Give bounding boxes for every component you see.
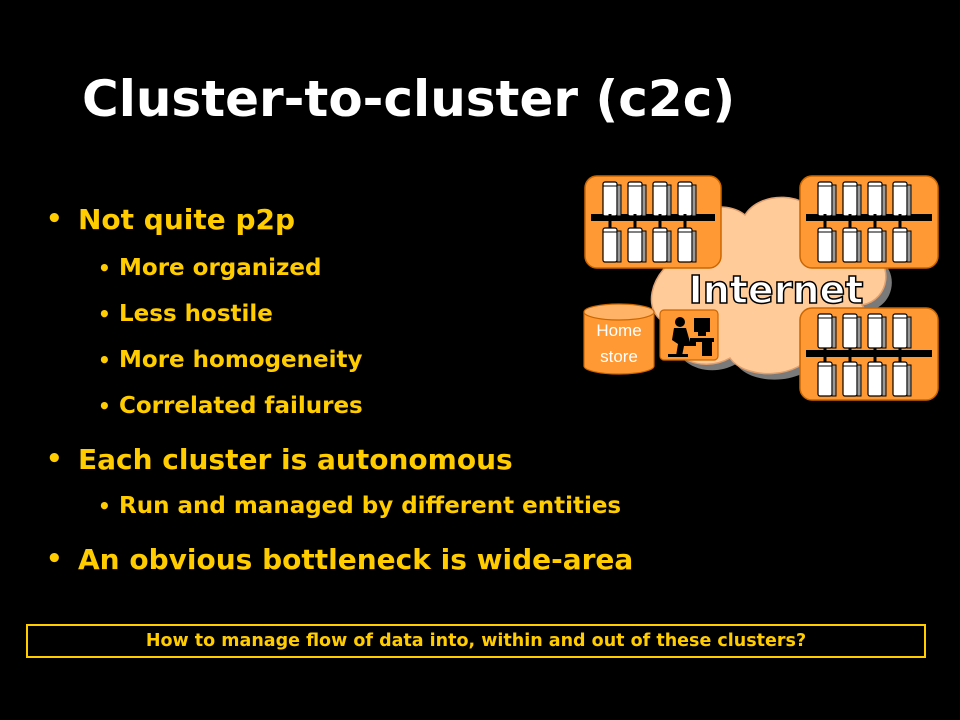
bullet-dot: • [46, 444, 63, 474]
question-text: How to manage flow of data into, within … [145, 631, 807, 651]
database-cylinder-icon [583, 303, 655, 375]
bullet-dot: • [98, 302, 111, 326]
bullet-level2: More organized [119, 255, 322, 281]
bullet-level2: More homogeneity [119, 347, 363, 373]
bullet-dot: • [98, 394, 111, 418]
question-box: How to manage flow of data into, within … [26, 624, 926, 658]
slide-title: Cluster-to-cluster (c2c) [82, 70, 736, 128]
bullet-dot: • [98, 256, 111, 280]
user-at-computer-icon [659, 309, 719, 361]
bullet-dot: • [98, 348, 111, 372]
home-store-label-line1: Home [596, 321, 641, 340]
home-store-label-line2: store [600, 347, 638, 366]
bullet-level1: An obvious bottleneck is wide-area [78, 543, 634, 576]
cloud-label: Internet [689, 268, 864, 312]
server-cluster-icon [799, 175, 939, 269]
bullet-level1: Each cluster is autonomous [78, 443, 513, 476]
bullet-level1: Not quite p2p [78, 203, 296, 236]
bullet-dot: • [46, 544, 63, 574]
server-cluster-icon [799, 307, 939, 401]
server-cluster-icon [584, 175, 722, 269]
bullet-dot: • [46, 204, 63, 234]
bullet-level2: Run and managed by different entities [119, 493, 622, 519]
bullet-dot: • [98, 494, 111, 518]
bullet-level2: Correlated failures [119, 393, 363, 419]
bullet-level2: Less hostile [119, 301, 273, 327]
